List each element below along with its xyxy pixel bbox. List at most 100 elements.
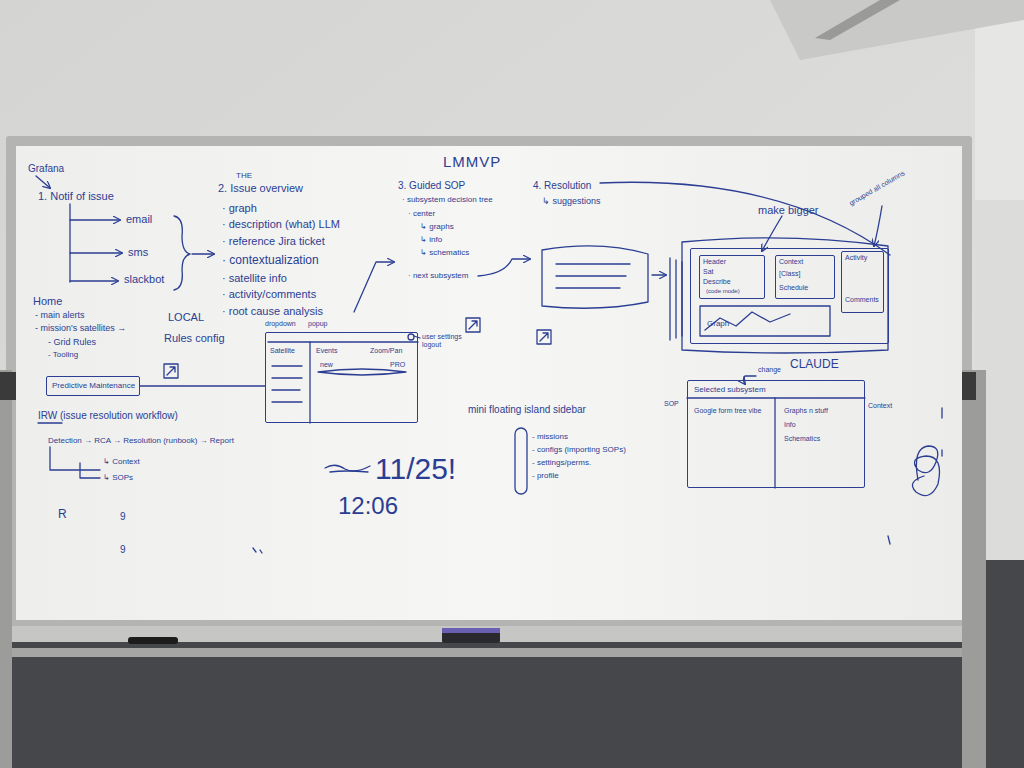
handwritten-note: ↳ Context [103, 457, 140, 466]
handwritten-note: · graph [222, 202, 257, 215]
box-text: Sat [703, 268, 714, 276]
box-text: Describe [703, 278, 731, 286]
handwritten-note: Home [33, 295, 62, 308]
sketch-stroke [70, 219, 120, 220]
handwritten-note: 1. Notif of issue [38, 190, 114, 203]
menu-button-box: Predictive Maintenance [46, 376, 140, 396]
sketch-stroke [0, 370, 12, 768]
sketch-stroke [174, 216, 190, 290]
sketch-stroke [0, 648, 985, 657]
box-text: new [320, 361, 333, 369]
handwritten-note: - mission's satellites → [35, 323, 126, 333]
sketch-stroke [774, 398, 775, 488]
handwritten-note: Rules config [164, 332, 225, 345]
box-text: Satellite [270, 347, 295, 355]
sketch-stroke [537, 330, 551, 344]
handwritten-note: - Tooling [48, 350, 78, 359]
handwritten-note: · center [408, 209, 435, 218]
sketch-stroke [16, 146, 962, 620]
handwritten-note: - configs (importing SOPs) [532, 445, 626, 454]
handwritten-note: R [58, 508, 67, 522]
sketch-stroke [466, 318, 480, 332]
sketch-stroke [36, 176, 942, 553]
sketch-stroke [874, 206, 882, 246]
sketch-stroke [268, 341, 418, 342]
handwritten-note: IRW (issue resolution workflow) [38, 410, 178, 422]
sketch-stroke [515, 428, 527, 494]
box-text: Zoom/Pan [370, 347, 402, 355]
handwritten-note: · root cause analysis [222, 305, 323, 318]
box-text: Predictive Maintenance [52, 381, 135, 390]
sketch-stroke [670, 258, 682, 340]
sketch-stroke [600, 182, 890, 255]
sketch-stroke [687, 397, 865, 398]
context-panel: Context[Class]Schedule [775, 255, 835, 299]
sketch-stroke [762, 216, 782, 251]
handwritten-note: popup [308, 320, 327, 328]
handwritten-note: - main alerts [35, 310, 85, 320]
sketch-stroke [192, 253, 214, 254]
box-text: [Class] [779, 270, 800, 278]
sketch-stroke [540, 333, 548, 341]
box-text: Graphs n stuff [784, 407, 828, 415]
sketch-stroke [36, 176, 50, 188]
handwritten-note: grouped all columns [848, 169, 906, 207]
sketch-stroke [50, 447, 100, 478]
handwritten-note: - missions [532, 432, 568, 441]
handwritten-note: Grafana [28, 163, 64, 175]
sketch-stroke [325, 465, 370, 471]
handwritten-note: · activity/comments [222, 288, 316, 301]
handwritten-note: · reference Jira ticket [222, 235, 325, 248]
box-text: (code mode) [706, 288, 740, 295]
handwritten-note: slackbot [124, 273, 164, 286]
sketch-stroke [442, 628, 500, 633]
sketch-stroke [815, 0, 900, 40]
sketch-stroke [6, 136, 972, 630]
handwritten-note: make bigger [758, 204, 819, 217]
box-text: Activity [845, 254, 867, 262]
sketch-stroke [556, 264, 630, 288]
sketch-stroke [354, 262, 394, 312]
handwritten-note: mini floating island sidebar [468, 404, 586, 416]
sketch-stroke [962, 372, 976, 400]
handwritten-note: user settings logout [422, 333, 462, 349]
sketch-stroke [542, 246, 648, 308]
sketch-stroke [38, 422, 62, 423]
handwritten-note: 9 [120, 511, 126, 523]
sketch-stroke [318, 369, 406, 375]
sketch-stroke [167, 367, 175, 375]
box-text: Comments [845, 296, 879, 304]
handwritten-note: · satellite info [222, 272, 287, 285]
sketch-stroke [962, 370, 986, 768]
handwritten-note: 12:06 [338, 492, 398, 520]
handwritten-note: ↳ graphs [420, 222, 454, 231]
handwritten-note: · next subsystem [408, 271, 468, 280]
handwritten-note: - settings/perms. [532, 458, 591, 467]
handwritten-note: ↳ schematics [420, 248, 469, 257]
box-text: Header [703, 258, 726, 266]
box-text: Info [784, 421, 796, 429]
box-text: Context [779, 258, 803, 266]
box-text: Events [316, 347, 337, 355]
box-text: Selected subsystem [694, 385, 766, 394]
handwritten-note: - Grid Rules [48, 337, 96, 347]
sketch-stroke [272, 366, 302, 402]
handwritten-note: dropdown [265, 320, 296, 328]
sketch-stroke [652, 274, 666, 275]
box-text: PRO [390, 361, 405, 369]
sketch-connector [140, 385, 265, 386]
screen-wireframe: Satellite Events Zoom/Pan new PRO [265, 332, 418, 423]
handwritten-note: 11/25! [375, 452, 456, 487]
sketch-stroke [164, 364, 178, 378]
handwritten-note: ↳ info [420, 235, 442, 244]
sketch-stroke [912, 446, 939, 496]
board-title: LMMVP [443, 153, 501, 170]
handwritten-note: ↳ suggestions [542, 196, 601, 206]
sketch-stroke [70, 280, 118, 281]
sketch-stroke [682, 238, 888, 353]
activity-panel: ActivityComments [841, 251, 884, 313]
sketch-stroke [705, 312, 790, 330]
handwritten-note: 4. Resolution [533, 180, 591, 192]
